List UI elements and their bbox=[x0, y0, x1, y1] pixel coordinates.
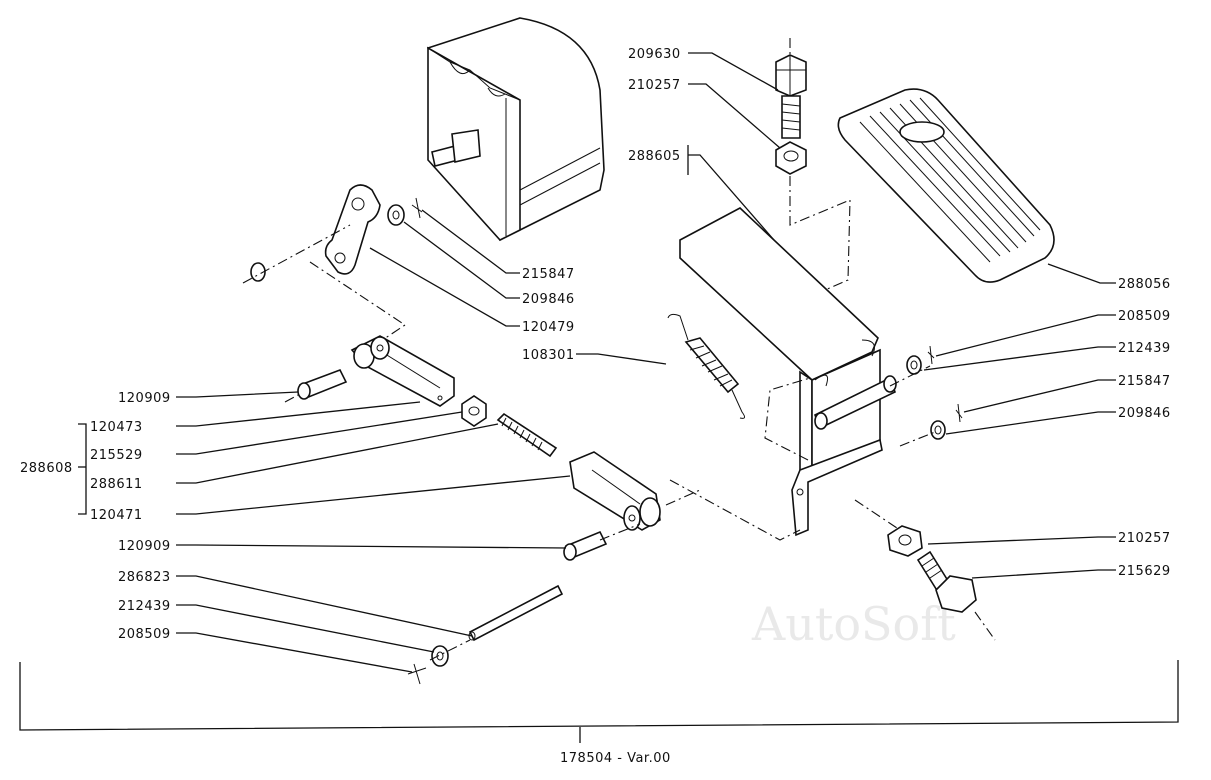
nut-210257-top bbox=[775, 141, 807, 175]
label-120471: 120471 bbox=[90, 508, 143, 523]
label-210257-top: 210257 bbox=[628, 78, 681, 93]
washer-209846-left bbox=[387, 204, 405, 226]
washer-212439-left bbox=[431, 645, 449, 667]
label-288611: 288611 bbox=[90, 477, 143, 492]
nut-215529 bbox=[461, 395, 487, 427]
watermark: AutoSoft bbox=[751, 597, 956, 651]
clip-208509-left bbox=[407, 663, 427, 685]
label-286823: 286823 bbox=[118, 570, 171, 585]
leader-lines bbox=[19, 52, 1179, 743]
label-215529: 215529 bbox=[90, 448, 143, 463]
label-120909-bottom: 120909 bbox=[118, 539, 171, 554]
clip-215847-right bbox=[955, 403, 963, 423]
label-215847-left: 215847 bbox=[522, 267, 575, 282]
label-209630: 209630 bbox=[628, 47, 681, 62]
label-288056: 288056 bbox=[1118, 277, 1171, 292]
label-212439-right: 212439 bbox=[1118, 341, 1171, 356]
mounting-block bbox=[426, 17, 605, 242]
threaded-rod-288611 bbox=[496, 412, 558, 458]
label-212439-left: 212439 bbox=[118, 599, 171, 614]
pin-120909-bottom bbox=[563, 530, 608, 561]
pedal-pad-288056 bbox=[837, 88, 1055, 283]
label-120479: 120479 bbox=[522, 320, 575, 335]
label-215847-right: 215847 bbox=[1118, 374, 1171, 389]
clevis-120471 bbox=[569, 451, 661, 531]
bolt-209630 bbox=[775, 54, 807, 139]
bracket-arm-120479 bbox=[324, 184, 381, 275]
clevis-120473 bbox=[350, 335, 455, 407]
label-209846-right: 209846 bbox=[1118, 406, 1171, 421]
nut-210257-bottom bbox=[887, 525, 923, 557]
label-210257-bottom: 210257 bbox=[1118, 531, 1171, 546]
clip-215847-left bbox=[411, 197, 423, 219]
washer-212439-right bbox=[906, 355, 922, 375]
label-288605: 288605 bbox=[628, 149, 681, 164]
washer-left-small bbox=[250, 262, 266, 282]
assembly-label: 178504 - Var.00 bbox=[560, 751, 671, 766]
label-120473: 120473 bbox=[90, 420, 143, 435]
spring-108301 bbox=[667, 313, 746, 419]
clip-208509-right bbox=[927, 345, 935, 365]
pedal-arm-288605 bbox=[679, 207, 897, 537]
label-208509-right: 208509 bbox=[1118, 309, 1171, 324]
label-209846-left: 209846 bbox=[522, 292, 575, 307]
washer-209846-right bbox=[930, 420, 946, 440]
bolt-215629 bbox=[916, 550, 977, 613]
label-120909-top: 120909 bbox=[118, 391, 171, 406]
label-108301: 108301 bbox=[522, 348, 575, 363]
part-labels: 209630 210257 288605 215847 209846 12047… bbox=[20, 47, 1171, 766]
pin-120909-top bbox=[297, 368, 348, 400]
rod-286823 bbox=[468, 584, 564, 642]
label-288608: 288608 bbox=[20, 461, 73, 476]
label-215629: 215629 bbox=[1118, 564, 1171, 579]
label-208509-left: 208509 bbox=[118, 627, 171, 642]
